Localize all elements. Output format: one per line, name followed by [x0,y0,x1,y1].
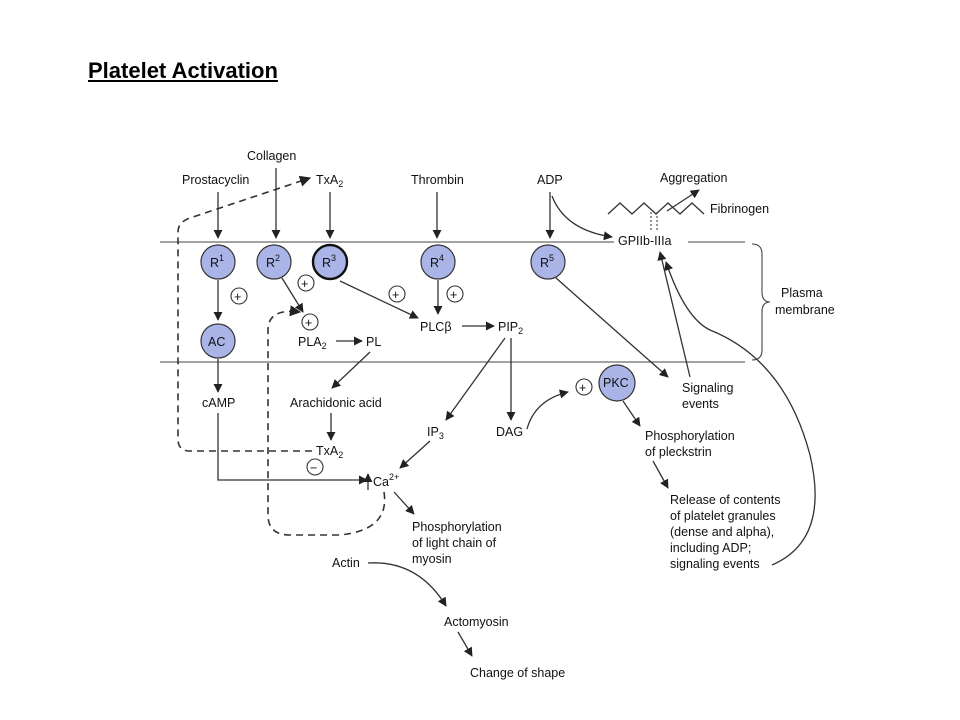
arrow-pkc-pleckstrin [622,400,641,427]
receptor-r3-label: R3 [322,253,336,270]
membrane-brace [751,243,771,361]
ca-label: Ca2+ [373,472,399,489]
phos-pleckstrin-label-1: Phosphorylation [645,429,735,443]
gp-label: GPIIb-IIIa [618,234,672,248]
arrow-r3-plcb [339,280,419,319]
arrow-release-adp-feedback [664,261,816,566]
actomyosin-label: Actomyosin [444,615,509,629]
fibrinogen-zigzag [607,202,705,215]
arrow-actomyosin-shape [457,631,473,657]
plus-sign-r3-plc [388,285,406,303]
receptor-r4 [420,244,456,280]
arachidonic-label: Arachidonic acid [290,396,382,410]
plus-sign-r3 [297,274,315,292]
plus-sign-pla2 [301,313,319,331]
phos-myosin-label-2: of light chain of [412,536,497,550]
plus-sign-r4-plc-text: + [450,288,457,302]
change-of-shape-label: Change of shape [470,666,565,680]
pkc-label: PKC [603,376,629,390]
membrane-label-1: Plasma [781,286,823,300]
phos-myosin-label-1: Phosphorylation [412,520,502,534]
receptor-r2-label: R2 [266,253,280,270]
arrow-pl-arachidonic [331,351,371,389]
pip2-label: PIP2 [498,320,523,336]
receptor-r2 [256,244,292,280]
plus-sign-pkc-text: + [579,381,586,395]
txa2-bottom-label: TxA2 [316,444,343,460]
pla2-label: PLA2 [298,335,327,351]
phos-myosin-label-3: myosin [412,552,452,566]
txa2-top-label: TxA2 [316,173,343,189]
receptor-r1-label: R1 [210,253,224,270]
plus-sign-pla2-text: + [305,316,312,330]
dashed-ca-pla2-feedback [267,305,386,536]
arrow-ip3-ca [399,440,431,469]
release-label-3: (dense and alpha), [670,525,774,539]
receptor-r3 [311,243,349,281]
page-title: Platelet Activation [88,58,278,83]
release-label-2: of platelet granules [670,509,776,523]
camp-label: cAMP [202,396,235,410]
aggregation-label: Aggregation [660,171,727,185]
pkc-node [598,364,636,402]
arrow-adp-gp [551,195,613,241]
signaling-label-2: events [682,397,719,411]
adp-label: ADP [537,173,563,187]
arrow-dag-pkc [526,389,569,430]
plus-sign-pkc [575,378,593,396]
dag-label: DAG [496,425,523,439]
plus-sign-r3-text: + [301,277,308,291]
membrane-label-2: membrane [775,303,835,317]
receptor-r5 [530,244,566,280]
receptor-r5-label: R5 [540,253,554,270]
arrow-camp-ca [217,413,368,485]
minus-sign-camp-text: − [310,461,317,475]
arrow-actin-actomyosin [367,562,447,607]
release-label-1: Release of contents [670,493,781,507]
ac-label: AC [208,335,225,349]
fibrinogen-label: Fibrinogen [710,202,769,216]
thrombin-label: Thrombin [411,173,464,187]
signaling-label-1: Signaling [682,381,733,395]
arrow-ca-phosmyosin [393,491,415,515]
minus-sign-camp [306,458,324,476]
collagen-label: Collagen [247,149,296,163]
ip3-label: IP3 [427,425,444,441]
gp-label-bg [614,232,688,248]
arrow-gp-aggregation [666,189,700,212]
receptor-r1 [200,244,236,280]
adenylate-cyclase-node [200,323,236,359]
plus-sign-r3-plc-text: + [392,288,399,302]
pl-label: PL [366,335,381,349]
arrow-pleckstrin-release [652,460,669,489]
plcb-label: PLCβ [420,320,452,334]
plus-sign-r1 [230,287,248,305]
actin-label: Actin [332,556,360,570]
release-label-4: including ADP; [670,541,751,555]
phos-pleckstrin-label-2: of pleckstrin [645,445,712,459]
plus-sign-r1-text: + [234,290,241,304]
release-label-5: signaling events [670,557,760,571]
arrow-pip2-ip3 [445,337,506,421]
prostacyclin-label: Prostacyclin [182,173,249,187]
arrow-signaling-gp [657,251,691,378]
plus-sign-r4-plc [446,285,464,303]
receptor-r4-label: R4 [430,253,444,270]
arrow-r5-signaling [555,277,669,378]
dashed-txa2-feedback [177,175,312,452]
